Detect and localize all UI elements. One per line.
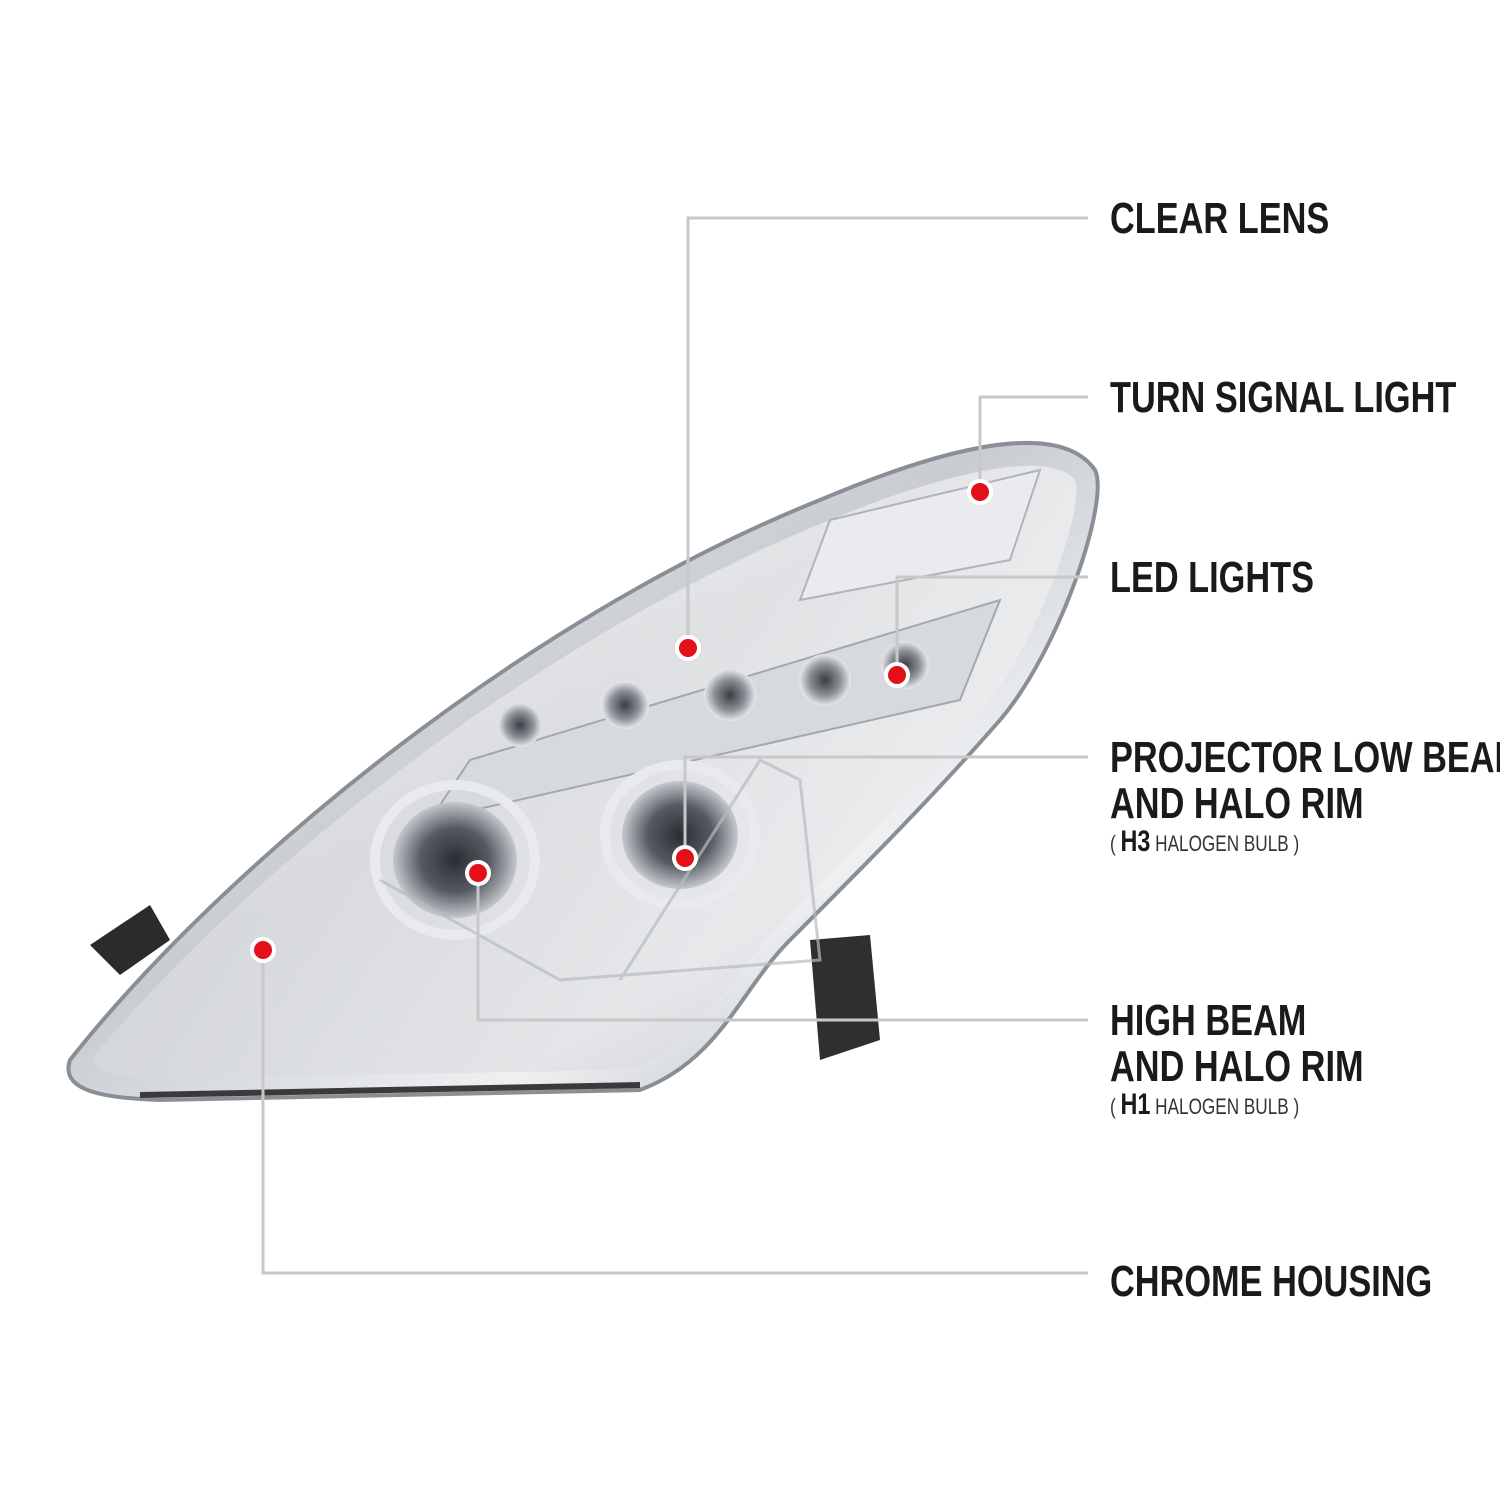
marker-dots [250, 479, 993, 963]
headlight-assembly [66, 441, 1100, 1103]
callout-high-beam: HIGH BEAM AND HALO RIM ( H1 HALOGEN BULB… [1110, 998, 1364, 1122]
projector-shroud [379, 758, 822, 982]
led-lights-leader [895, 575, 1088, 675]
chrome-housing-leader [261, 950, 1088, 1275]
mounting-tab-left [90, 905, 170, 975]
callout-projector-low-beam: PROJECTOR LOW BEAM AND HALO RIM ( H3 HAL… [1110, 735, 1500, 859]
bulb-type: HALOGEN BULB ) [1150, 1094, 1300, 1119]
callout-high-beam-bulb-note: ( H1 HALOGEN BULB ) [1110, 1090, 1364, 1122]
chrome-housing-marker [250, 937, 276, 963]
callout-clear-lens-text: CLEAR LENS [1110, 194, 1330, 243]
led-light-2 [601, 681, 649, 729]
high-beam-marker [465, 860, 491, 886]
led-lights-marker [884, 662, 910, 688]
clear-lens-marker [675, 635, 701, 661]
high-beam-projector [370, 780, 540, 940]
callout-high-beam-line-2: AND HALO RIM [1110, 1042, 1364, 1091]
callout-projector-bulb-note: ( H3 HALOGEN BULB ) [1110, 827, 1500, 859]
turn-signal-leader [978, 395, 1088, 492]
callout-chrome-housing-text: CHROME HOUSING [1110, 1257, 1433, 1306]
low-beam-halo-rim [600, 760, 760, 910]
bulb-code-h1: H1 [1120, 1088, 1151, 1121]
low-beam-projector [600, 760, 760, 910]
high-beam-halo-rim [370, 780, 540, 940]
lower-trim [139, 1082, 641, 1098]
led-light-4 [799, 654, 851, 706]
callout-projector-low-beam-line-2: AND HALO RIM [1110, 779, 1364, 828]
callout-clear-lens: CLEAR LENS [1110, 196, 1329, 242]
turn-signal-marker [967, 479, 993, 505]
bulb-note-open: ( [1110, 831, 1121, 856]
callout-led-lights: LED LIGHTS [1110, 555, 1314, 601]
callout-turn-signal-text: TURN SIGNAL LIGHT [1110, 373, 1457, 422]
callout-high-beam-line-1: HIGH BEAM [1110, 996, 1307, 1045]
bulb-note-open: ( [1110, 1094, 1121, 1119]
callout-led-lights-text: LED LIGHTS [1110, 553, 1315, 602]
callout-turn-signal: TURN SIGNAL LIGHT [1110, 375, 1456, 421]
callout-lines [261, 216, 1088, 1275]
projector-low-beam-leader [683, 755, 1088, 858]
high-beam-leader [476, 873, 1088, 1022]
led-light-3 [704, 669, 756, 721]
bulb-code-h3: H3 [1120, 825, 1151, 858]
callout-projector-low-beam-line-1: PROJECTOR LOW BEAM [1110, 733, 1500, 782]
led-light-1 [498, 703, 542, 747]
projector-low-beam-marker [672, 845, 698, 871]
mounting-bracket-bottom [810, 935, 880, 1060]
clear-lens-leader [686, 216, 1088, 648]
callout-chrome-housing: CHROME HOUSING [1110, 1259, 1432, 1305]
bulb-type: HALOGEN BULB ) [1150, 831, 1300, 856]
